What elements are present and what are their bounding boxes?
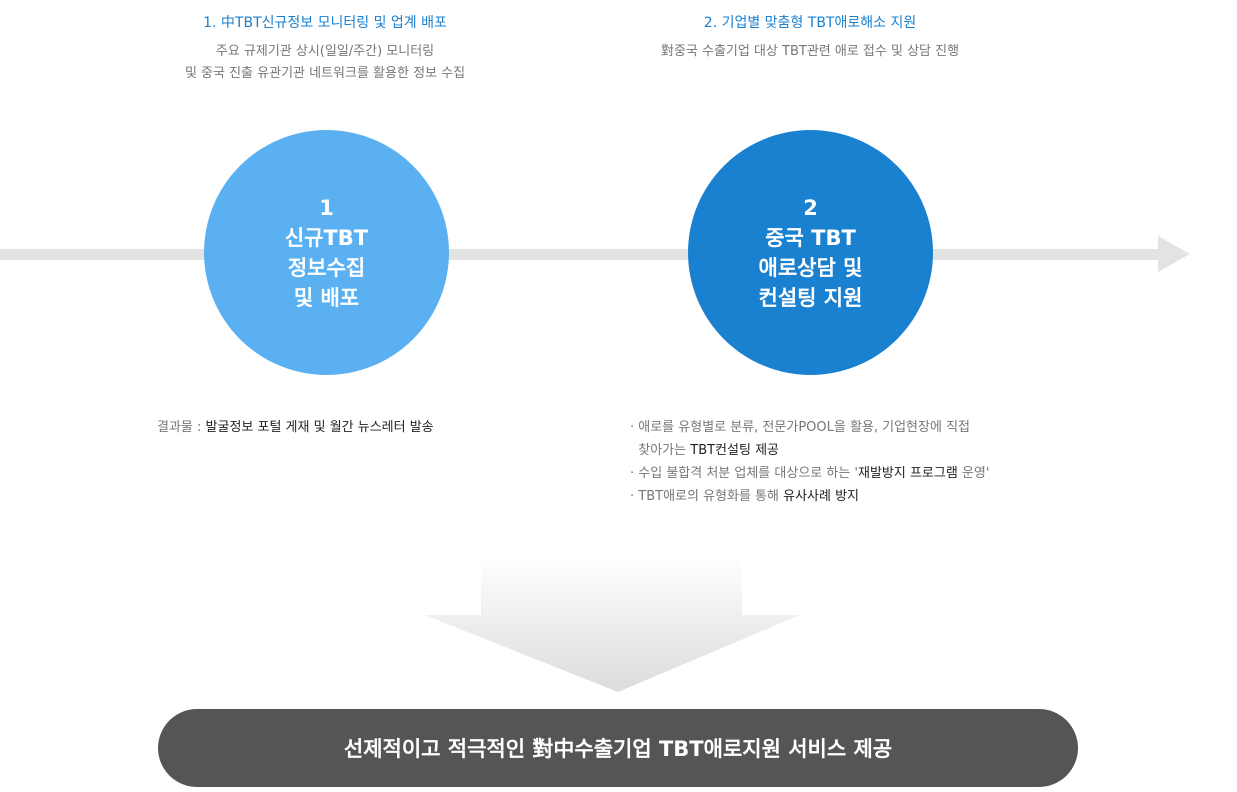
step1-description: 주요 규제기관 상시(일일/주간) 모니터링 및 중국 진출 유관기관 네트워크…: [100, 41, 550, 85]
bullet-highlight: 재발방지 프로그램: [858, 466, 958, 481]
step1-desc-line2: 및 중국 진출 유관기관 네트워크를 활용한 정보 수집: [184, 66, 466, 81]
step1-desc-line1: 주요 규제기관 상시(일일/주간) 모니터링: [215, 44, 435, 59]
step2-bullets: · 애로를 유형별로 분류, 전문가POOL을 활용, 기업현장에 직접 찾아가…: [630, 416, 989, 508]
step1-heading: 1. 中TBT신규정보 모니터링 및 업계 배포: [203, 15, 447, 31]
bullet-item: · 수입 불합격 처분 업체를 대상으로 하는 '재발방지 프로그램 운영': [630, 462, 989, 485]
step1-number: 1: [319, 195, 334, 220]
step2-heading: 2. 기업별 맞춤형 TBT애로해소 지원: [703, 15, 917, 31]
step2-title-line: 중국 TBT: [765, 225, 856, 250]
bullet-highlight: TBT컨설팅 제공: [690, 443, 779, 458]
bullet-text: · TBT애로의 유형화를 통해: [630, 489, 784, 504]
step2-title-line: 애로상담 및: [758, 255, 863, 280]
timeline-arrowhead-icon: [1158, 236, 1190, 272]
bullet-text: 찾아가는: [630, 443, 691, 458]
conclusion-banner: 선제적이고 적극적인 對中수출기업 TBT애로지원 서비스 제공: [158, 709, 1078, 787]
step1-title-line: 및 배포: [293, 285, 360, 310]
bullet-item: 찾아가는 TBT컨설팅 제공: [630, 439, 989, 462]
step1-result: 결과물 : 발굴정보 포털 게재 및 월간 뉴스레터 발송: [157, 416, 434, 439]
step2-number: 2: [803, 195, 818, 220]
step1-circle: 1 신규TBT 정보수집 및 배포: [204, 130, 449, 375]
step2-circle: 2 중국 TBT 애로상담 및 컨설팅 지원: [688, 130, 933, 375]
bullet-text: · 수입 불합격 처분 업체를 대상으로 하는 ': [630, 466, 858, 481]
bullet-item: · TBT애로의 유형화를 통해 유사사례 방지: [630, 485, 989, 508]
bullet-highlight: 유사사례 방지: [783, 489, 860, 504]
bullet-text: · 애로를 유형별로 분류, 전문가POOL을 활용, 기업현장에 직접: [630, 420, 970, 435]
result-label: 결과물 :: [157, 420, 206, 435]
result-text: 발굴정보 포털 게재 및 월간 뉴스레터 발송: [205, 420, 434, 435]
timeline-arrow-shaft: [0, 249, 1162, 260]
bullet-item: · 애로를 유형별로 분류, 전문가POOL을 활용, 기업현장에 직접: [630, 416, 989, 439]
step1-title-line: 신규TBT: [284, 225, 369, 250]
step2-title-line: 컨설팅 지원: [758, 285, 863, 310]
bullet-text: 운영': [957, 466, 990, 481]
step1-title-line: 정보수집: [287, 255, 366, 280]
step2-description: 對중국 수출기업 대상 TBT관련 애로 접수 및 상담 진행: [660, 44, 960, 59]
down-arrow-icon: [425, 555, 800, 692]
